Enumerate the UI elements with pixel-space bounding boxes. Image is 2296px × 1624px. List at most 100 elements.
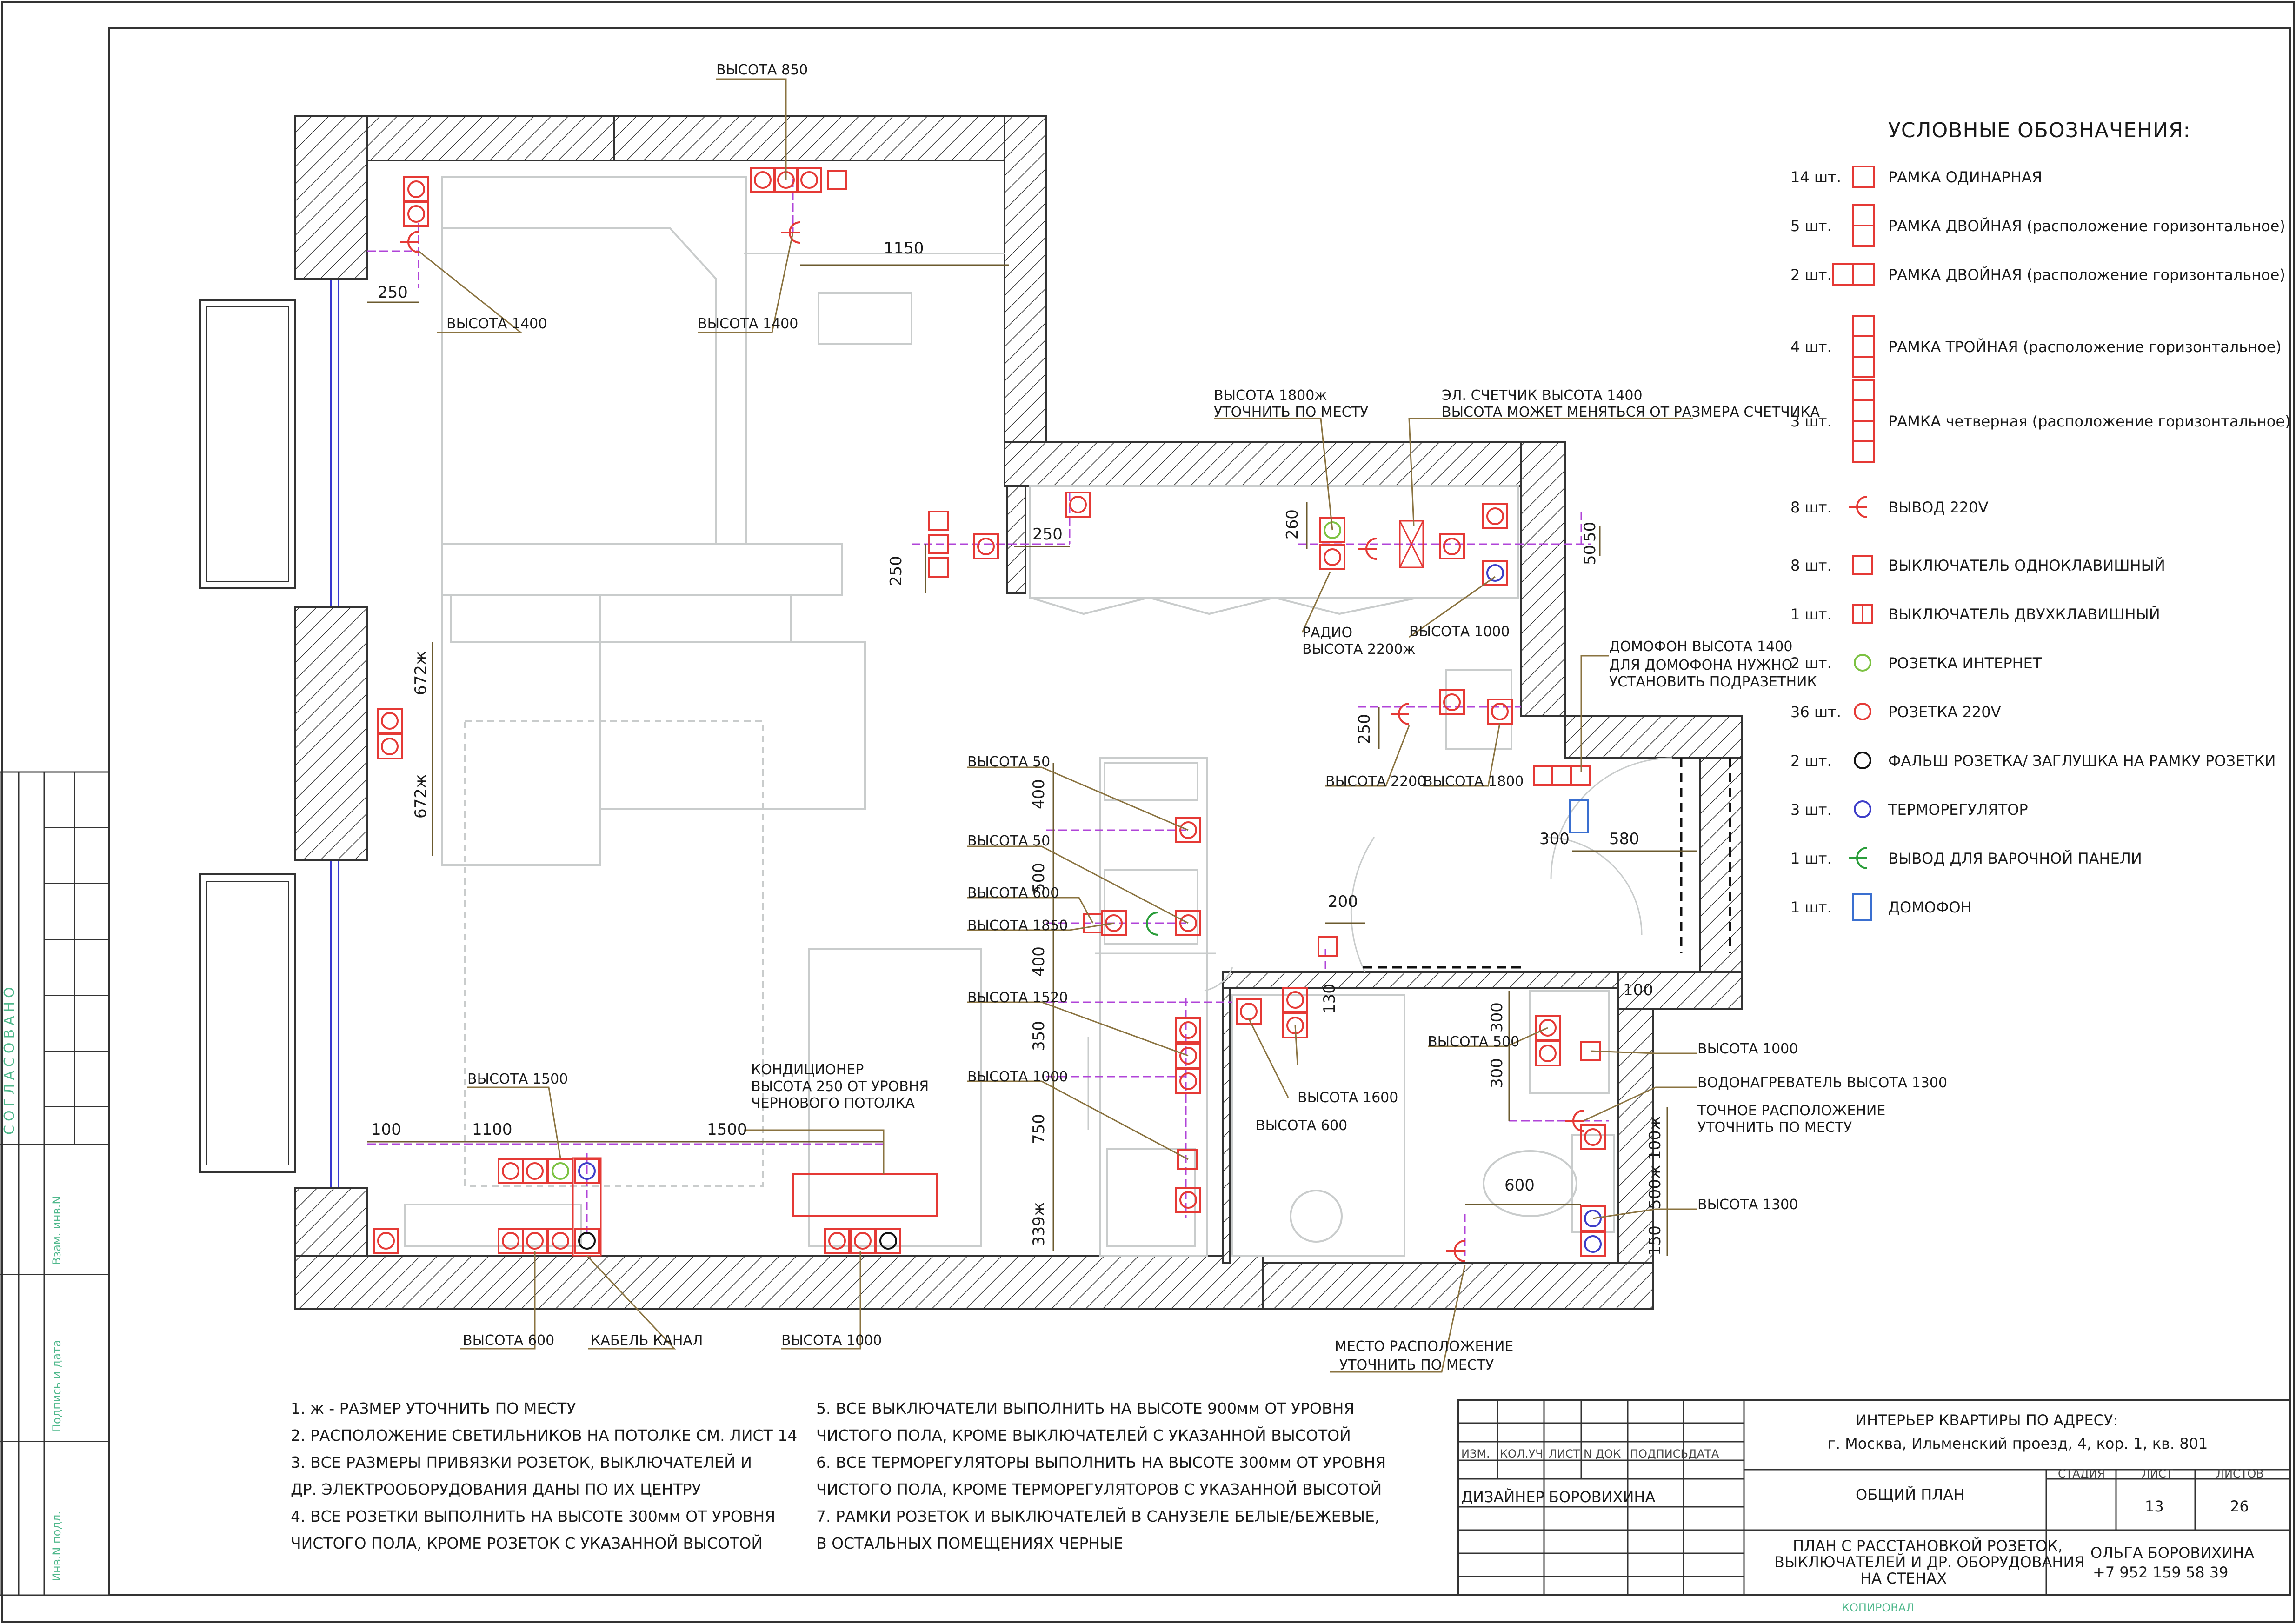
note-line: ДР. ЭЛЕКТРООБОРУДОВАНИЯ ДАНЫ ПО ИХ ЦЕНТР… [291, 1480, 701, 1498]
frame-quad-icon [1852, 379, 1875, 463]
legend-item-switch-single: 8 шт.ВЫКЛЮЧАТЕЛЬ ОДНОКЛАВИШНЫЙ [1790, 555, 2165, 575]
signature-date-label: Подпись и дата [50, 1340, 63, 1432]
intercom-icon [1852, 893, 1872, 921]
dim-400a: 400 [1030, 779, 1048, 809]
outlet-220v-icon [1849, 496, 1868, 518]
frame-triple-icon [1852, 315, 1875, 378]
tb-role: ДИЗАЙНЕР [1461, 1488, 1544, 1506]
balconies [199, 299, 296, 1173]
windows [330, 279, 339, 1188]
dim-130: 130 [1320, 984, 1339, 1014]
dim-200: 200 [1328, 892, 1358, 911]
label-h850: ВЫСОТА 850 [716, 62, 808, 78]
tb-column-header: ДАТА [1688, 1447, 1719, 1460]
dim-500b: 500ж [1646, 1165, 1664, 1209]
note-line: 2. РАСПОЛОЖЕНИЕ СВЕТИЛЬНИКОВ НА ПОТОЛКЕ … [291, 1426, 797, 1444]
dim-100b: 100ж [1646, 1116, 1664, 1160]
dim-50a: 50 [1581, 522, 1599, 542]
dim-580: 580 [1609, 830, 1639, 848]
dim-400b: 400 [1030, 946, 1048, 977]
dim-150: 150 [1646, 1225, 1664, 1256]
legend-item-socket-220v: 36 шт.РОЗЕТКА 220V [1790, 703, 2001, 721]
legend-count: 8 шт. [1790, 499, 1832, 516]
tb-column-header: ИЗМ. [1461, 1447, 1490, 1460]
dim-300b: 300 [1488, 1002, 1506, 1032]
legend-item-frame-triple: 4 шт. РАМКА ТРОЙНАЯ (расположение горизон… [1790, 315, 2282, 378]
dim-260: 260 [1283, 509, 1302, 539]
inv-original-label: Инв.N подл. [50, 1511, 63, 1581]
tb-author: ОЛЬГА БОРОВИХИНА [2090, 1544, 2254, 1562]
frame-single-icon [1852, 166, 1875, 188]
legend-item-hob-outlet: 1 шт.ВЫВОД ДЛЯ ВАРОЧНОЙ ПАНЕЛИ [1790, 847, 2142, 869]
title-block: ИНТЕРЬЕР КВАРТИРЫ ПО АДРЕСУ: г. Москва, … [1457, 1399, 2291, 1614]
legend-label: РОЗЕТКА ИНТЕРНЕТ [1888, 654, 2042, 672]
label-boiler: ВОДОНАГРЕВАТЕЛЬ ВЫСОТА 1300 [1697, 1075, 1947, 1091]
label-h50a: ВЫСОТА 50 [967, 754, 1050, 770]
frame-double-h-icon [1832, 263, 1875, 286]
replace-inv-label: Взам. инв.N [50, 1196, 63, 1265]
legend-item-switch-double: 1 шт.ВЫКЛЮЧАТЕЛЬ ДВУХКЛАВИШНЫЙ [1790, 604, 2160, 624]
legend-label: ФАЛЬШ РОЗЕТКА/ ЗАГЛУШКА НА РАМКУ РОЗЕТКИ [1888, 752, 2276, 770]
dim-600: 600 [1504, 1176, 1535, 1195]
dim-100a: 100 [1623, 981, 1653, 999]
dim-50b: 50 [1581, 545, 1599, 565]
dim-300c: 300 [1488, 1058, 1506, 1088]
legend-item-outlet-220v: 8 шт.ВЫВОД 220V [1790, 496, 1989, 518]
legend-title: УСЛОВНЫЕ ОБОЗНАЧЕНИЯ: [1888, 119, 2190, 142]
tb-project2: г. Москва, Ильменский проезд, 4, кор. 1,… [1828, 1435, 2208, 1452]
dim-250b: 250 [1032, 525, 1063, 544]
doors [1087, 757, 1672, 1130]
label-ac2: ВЫСОТА 250 ОТ УРОВНЯ [751, 1078, 929, 1095]
legend-count: 4 шт. [1790, 338, 1832, 356]
legend-label: РАМКА ТРОЙНАЯ (расположение горизонтальн… [1888, 338, 2282, 356]
legend-count: 3 шт. [1790, 413, 1832, 430]
label-h600a: ВЫСОТА 600 [967, 885, 1059, 901]
label-meter1: ЭЛ. СЧЕТЧИК ВЫСОТА 1400 [1442, 387, 1643, 404]
label-radio1: РАДИО [1302, 625, 1352, 641]
legend-count: 1 шт. [1790, 899, 1832, 916]
tb-sheets-header: ЛИСТОВ [2216, 1467, 2264, 1480]
note-line: ЧИСТОГО ПОЛА, КРОМЕ ТЕРМОРЕГУЛЯТОРОВ С У… [816, 1480, 1382, 1498]
legend-item-thermostat: 3 шт.ТЕРМОРЕГУЛЯТОР [1790, 800, 2028, 819]
dim-750: 750 [1030, 1114, 1048, 1144]
label-h1500: ВЫСОТА 1500 [467, 1071, 568, 1087]
note-line: 1. ж - РАЗМЕР УТОЧНИТЬ ПО МЕСТУ [291, 1399, 576, 1418]
legend-item-frame-quad: 3 шт. РАМКА четверная (расположение гориз… [1790, 379, 2291, 463]
meter-box [1399, 520, 1424, 568]
legend-count: 8 шт. [1790, 557, 1832, 574]
label-h1000c: ВЫСОТА 1000 [1697, 1041, 1798, 1057]
label-h1800b: УТОЧНИТЬ ПО МЕСТУ [1214, 404, 1368, 420]
legend-label: РАМКА ОДИНАРНАЯ [1888, 168, 2042, 186]
legend-item-frame-single: 14 шт. РАМКА ОДИНАРНАЯ [1790, 166, 2042, 188]
dimension-numbers: 250 1150 250 250 260 50 50 672ж 672ж 250… [371, 239, 1664, 1256]
tb-project1: ИНТЕРЬЕР КВАРТИРЫ ПО АДРЕСУ: [1856, 1411, 2118, 1429]
legend-item-socket-internet: 2 шт.РОЗЕТКА ИНТЕРНЕТ [1790, 654, 2042, 672]
label-cable: КАБЕЛЬ КАНАЛ [591, 1332, 703, 1349]
legend-count: 36 шт. [1790, 703, 1841, 721]
dimension-lines [367, 264, 1697, 1256]
label-h600b: ВЫСОТА 600 [1256, 1118, 1347, 1134]
legend-label: ВЫВОД ДЛЯ ВАРОЧНОЙ ПАНЕЛИ [1888, 850, 2142, 867]
dim-1500: 1500 [707, 1120, 747, 1139]
legend-item-intercom: 1 шт.ДОМОФОН [1790, 893, 1972, 921]
label-h1000b: ВЫСОТА 1000 [967, 1069, 1068, 1085]
label-h1600: ВЫСОТА 1600 [1298, 1090, 1398, 1106]
dim-250c: 250 [887, 556, 905, 586]
dim-500a: 500 [1030, 863, 1048, 893]
dim-100c: 100 [371, 1120, 401, 1139]
label-h1000d: ВЫСОТА 1000 [781, 1332, 882, 1349]
label-ac1: КОНДИЦИОНЕР [751, 1062, 864, 1078]
note-line: ЧИСТОГО ПОЛА, КРОМЕ РОЗЕТОК С УКАЗАННОЙ … [291, 1534, 763, 1552]
note-line: ЧИСТОГО ПОЛА, КРОМЕ ВЫКЛЮЧАТЕЛЕЙ С УКАЗА… [816, 1426, 1351, 1444]
socket-220v-icon [1854, 703, 1871, 720]
legend-label: РАМКА четверная (расположение горизонтал… [1888, 413, 2291, 430]
legend-label: РАМКА ДВОЙНАЯ (расположение горизонтальн… [1888, 266, 2285, 284]
thermostat-icon [1854, 800, 1871, 818]
tb-stage-header: СТАДИЯ [2058, 1467, 2105, 1480]
legend-count: 14 шт. [1790, 168, 1841, 186]
note-line: 7. РАМКИ РОЗЕТОК И ВЫКЛЮЧАТЕЛЕЙ В САНУЗЕ… [816, 1507, 1380, 1525]
note-line: 5. ВСЕ ВЫКЛЮЧАТЕЛИ ВЫПОЛНИТЬ НА ВЫСОТЕ 9… [816, 1399, 1354, 1418]
